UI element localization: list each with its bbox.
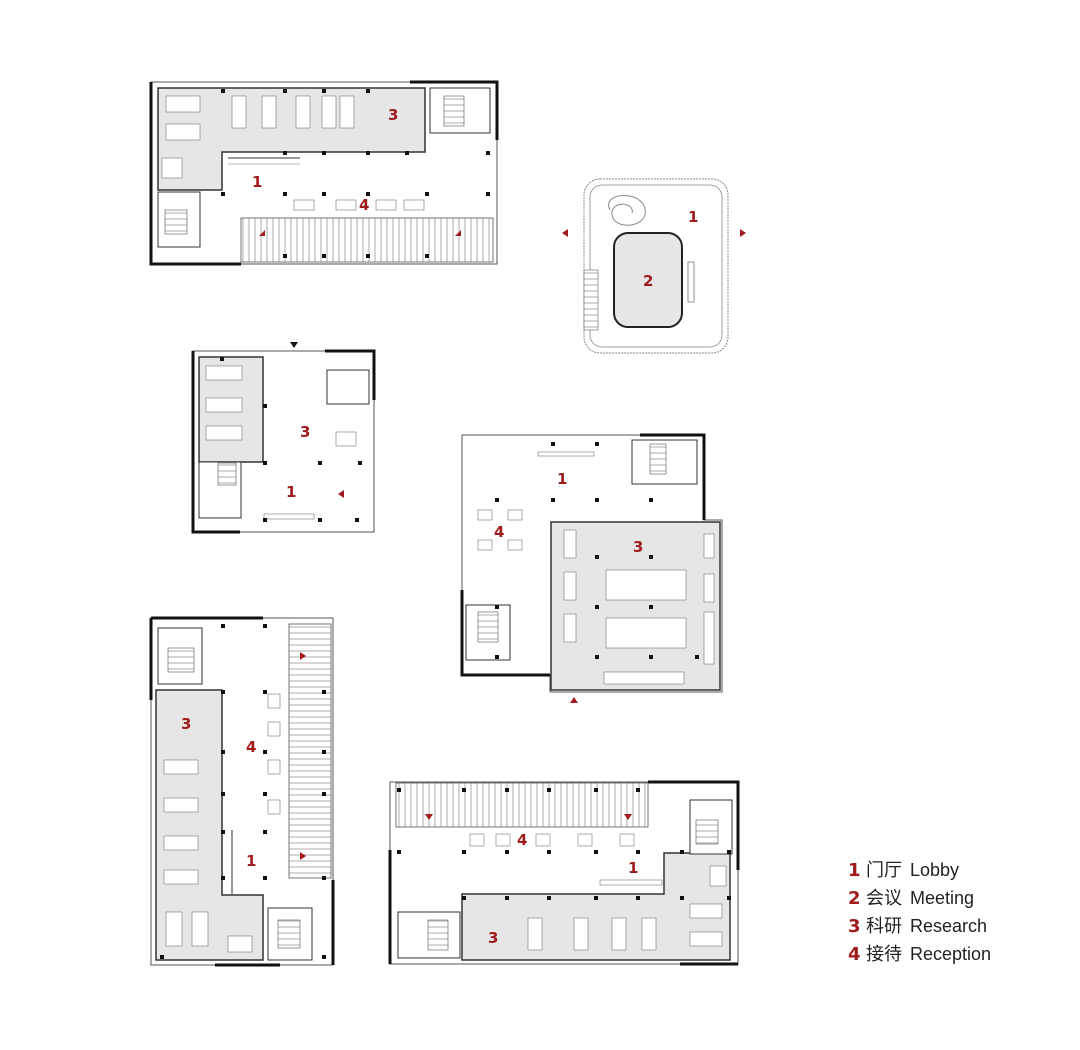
legend-label-zh: 接待 — [866, 944, 902, 965]
plan-a: 1 3 4 — [149, 80, 499, 266]
plan-f-label-4: 4 — [517, 831, 527, 849]
legend-label-en: Lobby — [910, 860, 960, 880]
plan-d-label-1: 1 — [557, 470, 567, 488]
plan-b: 1 2 — [562, 178, 746, 354]
legend-label-en: Research — [910, 916, 988, 936]
plan-e-label-1: 1 — [246, 852, 256, 870]
legend-label-zh: 会议 — [866, 888, 902, 909]
legend-item-reception: 4 接待 Reception — [848, 940, 1048, 968]
legend-label-zh: 门厅 — [866, 860, 902, 881]
plan-e-label-3: 3 — [181, 715, 191, 733]
legend-item-research: 3 科研 Research — [848, 912, 1048, 940]
plan-a-label-4: 4 — [359, 196, 369, 214]
legend-number: 1 — [848, 860, 861, 881]
plan-d-label-3: 3 — [633, 538, 643, 556]
legend-number: 3 — [848, 916, 861, 937]
plan-f: 4 1 3 — [388, 780, 740, 966]
plan-b-label-2: 2 — [643, 272, 653, 290]
plan-f-label-3: 3 — [488, 929, 498, 947]
legend-label-zh: 科研 — [866, 916, 902, 937]
legend-number: 2 — [848, 888, 861, 909]
plan-b-label-1: 1 — [688, 208, 698, 226]
plan-e-label-4: 4 — [246, 738, 256, 756]
legend-label-en: Reception — [910, 944, 992, 964]
plan-c: 3 1 — [191, 342, 376, 534]
legend-item-meeting: 2 会议 Meeting — [848, 884, 1048, 912]
legend-number: 4 — [848, 944, 861, 965]
legend-item-lobby: 1 门厅 Lobby — [848, 856, 1048, 884]
plan-d-label-4: 4 — [494, 523, 504, 541]
plan-c-label-3: 3 — [300, 423, 310, 441]
plan-c-label-1: 1 — [286, 483, 296, 501]
legend-label-en: Meeting — [910, 888, 975, 908]
plan-a-label-1: 1 — [252, 173, 262, 191]
plan-d: 1 3 4 — [460, 433, 723, 703]
plan-f-label-1: 1 — [628, 859, 638, 877]
plan-e: 3 4 1 — [149, 616, 335, 967]
legend: 1 门厅 Lobby 2 会议 Meeting 3 科研 Research 4 … — [848, 856, 1048, 968]
plan-a-label-3: 3 — [388, 106, 398, 124]
